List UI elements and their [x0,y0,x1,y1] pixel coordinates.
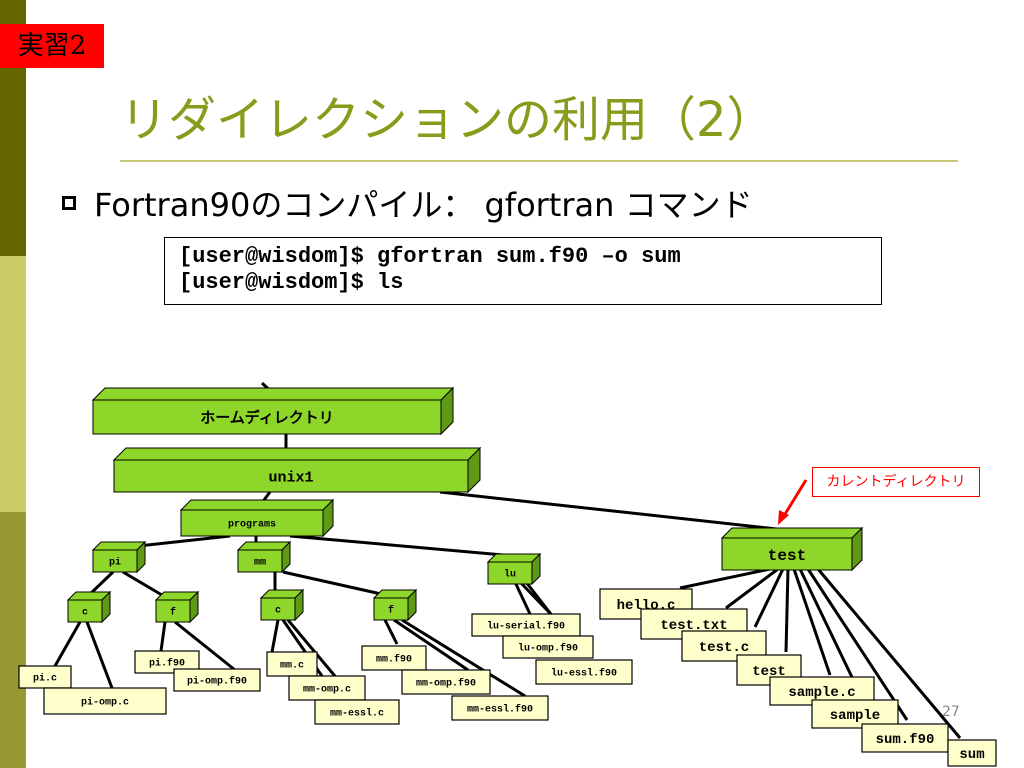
file-lu-essl-f90: lu-essl.f90 [535,659,633,685]
folder-mm: mm [236,540,292,574]
file-mm-f90-label: mm.f90 [376,654,412,666]
file-mm-essl-c-label: mm-essl.c [330,708,384,720]
folder-test-label: test [768,547,806,565]
command-line-2: [user@wisdom]$ ls [179,270,404,295]
slide-title: リダイレクションの利用（2） [120,92,775,148]
file-pi-omp-f90-label: pi-omp.f90 [187,676,247,688]
folder-pi-label: pi [109,557,121,569]
file-pi-omp-f90: pi-omp.f90 [173,668,261,692]
file-sum-bin: sum [947,739,997,767]
file-sample-bin-label: sample [830,708,880,724]
folder-mm-f: f [372,588,418,622]
file-sum-f90: sum.f90 [861,723,949,753]
folder-home-label: ホームディレクトリ [200,408,334,426]
folder-lu: lu [486,552,542,586]
page-number: 27 [942,704,960,720]
file-test-bin-label: test [752,664,786,680]
file-mm-omp-c-label: mm-omp.c [303,685,351,696]
file-mm-f90: mm.f90 [361,645,427,671]
command-line-1: [user@wisdom]$ gfortran sum.f90 –o sum [179,244,681,269]
file-mm-essl-f90: mm-essl.f90 [451,695,549,721]
folder-pi-c-label: c [82,608,88,619]
file-mm-omp-c: mm-omp.c [288,675,366,701]
callout-arrow [778,479,808,525]
exercise-badge: 実習2 [0,24,104,68]
tree-connectors [53,381,962,739]
file-sum-f90-label: sum.f90 [876,732,935,748]
file-test-c-label: test.c [699,640,749,656]
current-directory-callout: カレントディレクトリ [812,467,980,497]
file-lu-omp-f90-label: lu-omp.f90 [518,643,578,655]
folder-mm-label: mm [254,558,266,569]
title-divider [120,160,958,162]
folder-mm-c-label: c [275,606,281,617]
folder-home: ホームディレクトリ [91,386,455,436]
left-strip-light [0,256,26,512]
file-test-txt-label: test.txt [660,618,727,634]
file-pi-c: pi.c [18,665,72,689]
bullet-text: Fortran90のコンパイル： gfortran コマンド [94,186,753,224]
folder-lu-label: lu [504,569,516,581]
folder-mm-f-label: f [388,605,394,617]
file-pi-omp-c: pi-omp.c [43,687,167,715]
command-box: [user@wisdom]$ gfortran sum.f90 –o sum [… [164,237,882,305]
file-lu-serial-f90-label: lu-serial.f90 [487,621,565,633]
folder-unix1: unix1 [112,446,482,494]
file-pi-c-label: pi.c [33,673,57,685]
folder-programs: programs [179,498,335,538]
file-lu-essl-f90-label: lu-essl.f90 [551,668,617,680]
file-pi-f90-label: pi.f90 [149,658,185,670]
file-lu-omp-f90: lu-omp.f90 [502,635,594,659]
folder-pi: pi [91,540,147,574]
folder-mm-c: c [259,588,305,622]
file-test-c: test.c [681,630,767,662]
file-mm-omp-f90-label: mm-omp.f90 [416,678,476,690]
folder-nodes: ホームディレクトリ unix1 programs pi mm lu test c f c f [66,386,864,624]
square-bullet-icon [62,196,76,210]
file-mm-omp-f90: mm-omp.f90 [401,669,491,695]
folder-unix1-label: unix1 [268,469,313,486]
file-sum-bin-label: sum [959,747,984,763]
file-pi-omp-c-label: pi-omp.c [81,697,129,709]
folder-test: test [720,526,864,572]
file-test-bin: test [736,654,802,686]
file-pi-f90: pi.f90 [134,650,200,674]
file-lu-serial-f90: lu-serial.f90 [471,613,581,637]
folder-programs-label: programs [228,520,276,531]
folder-pi-f: f [154,590,200,624]
file-mm-c: mm.c [266,651,318,677]
left-strip-mid [0,512,26,768]
folder-pi-f-label: f [170,607,176,619]
folder-pi-c: c [66,590,112,624]
file-sample-c-label: sample.c [788,685,855,701]
file-mm-c-label: mm.c [280,661,304,672]
file-sample-bin: sample [811,699,899,729]
file-mm-essl-c: mm-essl.c [314,699,400,725]
file-mm-essl-f90-label: mm-essl.f90 [467,704,533,716]
